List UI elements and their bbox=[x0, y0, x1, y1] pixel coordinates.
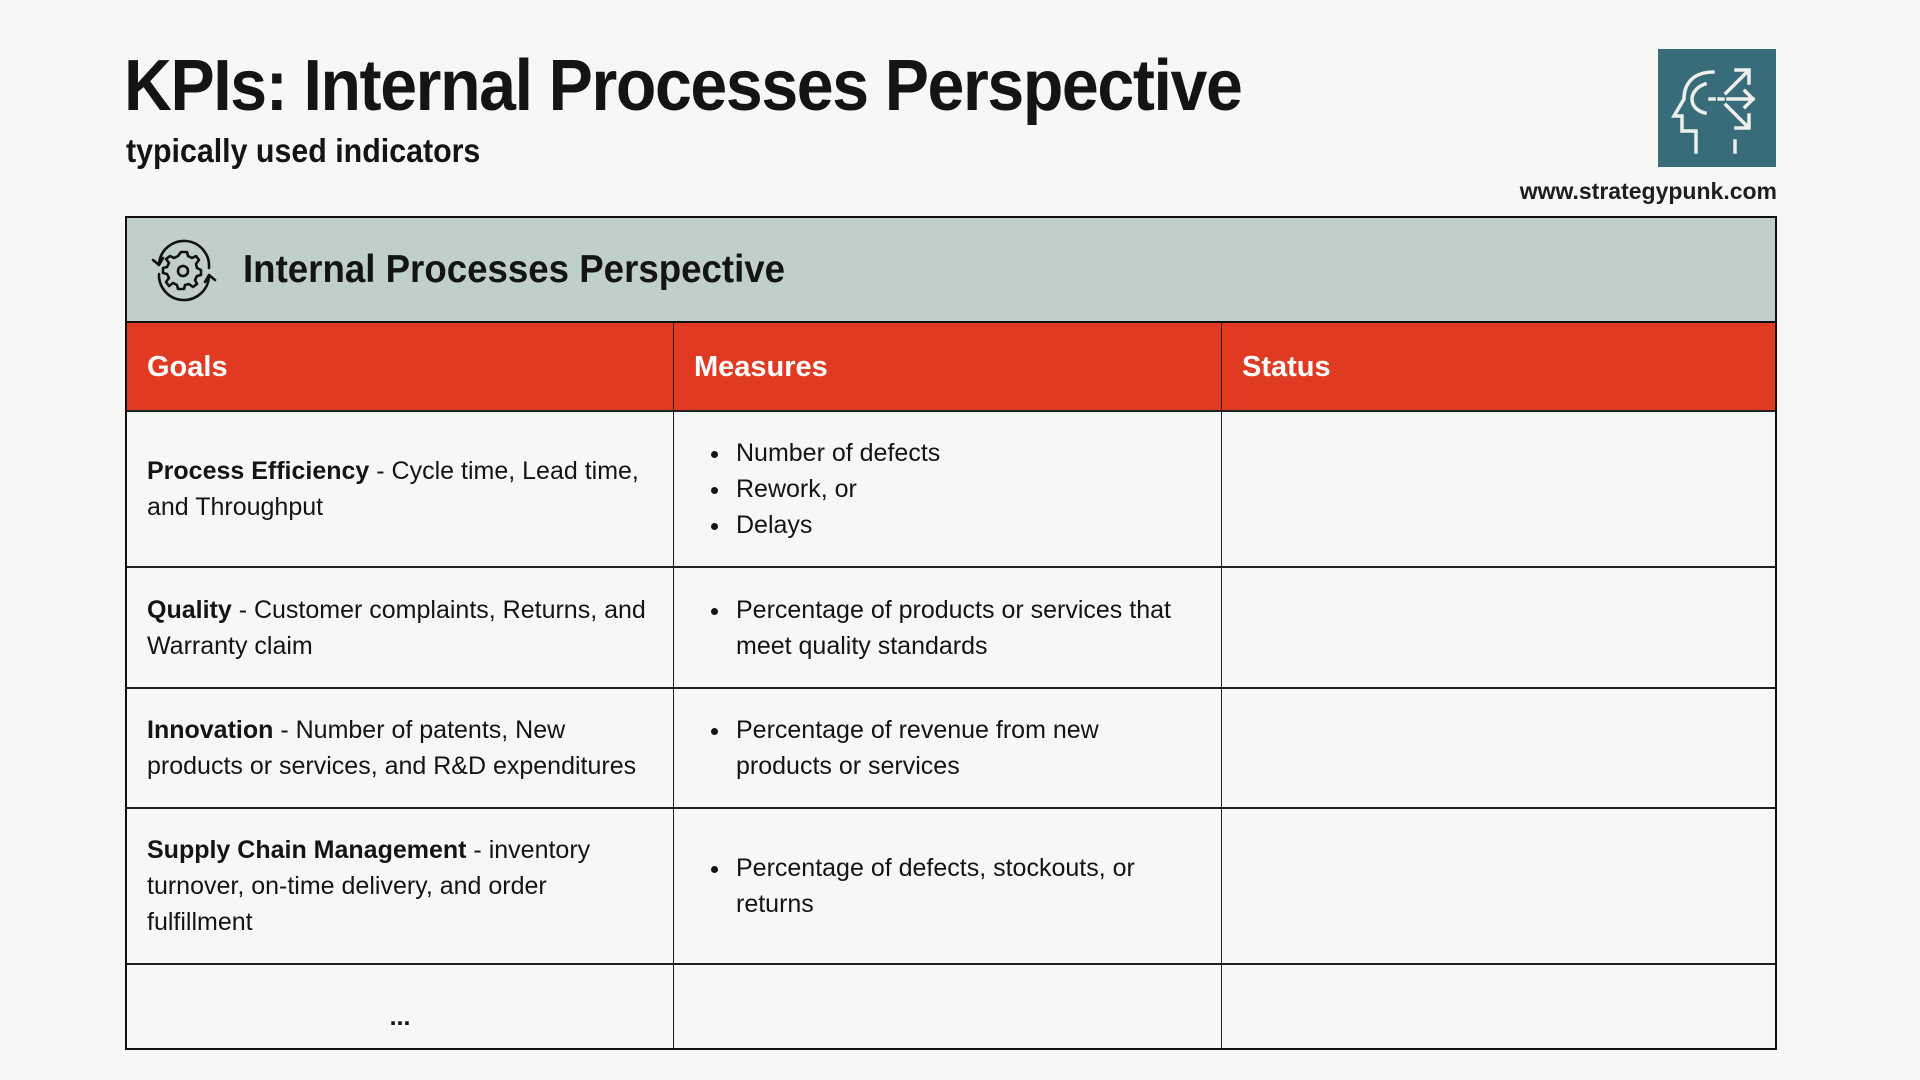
measures-cell: Percentage of defects, stockouts, or ret… bbox=[674, 809, 1222, 963]
measure-item: Percentage of products or services that … bbox=[732, 592, 1201, 664]
goal-title: Quality bbox=[147, 595, 232, 624]
page-title: KPIs: Internal Processes Perspective bbox=[124, 46, 1243, 126]
goal-cell: Quality - Customer complaints, Returns, … bbox=[127, 568, 674, 687]
gear-cycle-icon bbox=[147, 234, 219, 306]
measure-item: Percentage of revenue from new products … bbox=[732, 712, 1201, 784]
goal-title: Process Efficiency bbox=[147, 457, 370, 485]
goal-cell: Supply Chain Management - inventory turn… bbox=[127, 809, 674, 963]
goal-description: - inventory turnover, on-time delivery, … bbox=[147, 836, 591, 936]
goal-description: - Customer complaints, Returns, and Warr… bbox=[147, 595, 646, 660]
measures-cell: Percentage of revenue from new products … bbox=[674, 689, 1222, 807]
measures-cell: Number of defects Rework, or Delays bbox=[674, 412, 1222, 566]
status-cell[interactable] bbox=[1222, 809, 1775, 963]
table-row: ... bbox=[127, 965, 1775, 1048]
table-row: Innovation - Number of patents, New prod… bbox=[127, 689, 1775, 809]
perspective-title: Internal Processes Perspective bbox=[243, 247, 786, 291]
column-header-goals: Goals bbox=[127, 323, 674, 410]
kpi-table: Internal Processes Perspective Goals Mea… bbox=[125, 216, 1777, 1050]
measure-item: Delays bbox=[732, 507, 940, 543]
status-cell[interactable] bbox=[1222, 568, 1775, 687]
status-cell[interactable] bbox=[1222, 689, 1775, 807]
head-with-arrows-icon bbox=[1658, 49, 1776, 167]
measure-item: Rework, or bbox=[732, 471, 940, 507]
page-subtitle: typically used indicators bbox=[126, 132, 481, 169]
measures-cell bbox=[674, 965, 1222, 1048]
column-header-measures: Measures bbox=[674, 323, 1222, 410]
measures-cell: Percentage of products or services that … bbox=[674, 568, 1222, 687]
table-header-row: Goals Measures Status bbox=[127, 323, 1775, 412]
measure-item: Percentage of defects, stockouts, or ret… bbox=[732, 850, 1201, 922]
column-header-status: Status bbox=[1242, 350, 1331, 383]
ellipsis-cell: ... bbox=[127, 965, 674, 1048]
status-cell[interactable] bbox=[1222, 965, 1775, 1048]
goal-title: Supply Chain Management bbox=[147, 836, 467, 864]
website-link[interactable]: www.strategypunk.com bbox=[1519, 178, 1777, 204]
goal-cell: Process Efficiency - Cycle time, Lead ti… bbox=[127, 412, 674, 566]
perspective-band: Internal Processes Perspective bbox=[127, 218, 1775, 323]
table-row: Supply Chain Management - inventory turn… bbox=[127, 809, 1775, 965]
goal-cell: Innovation - Number of patents, New prod… bbox=[127, 689, 674, 807]
table-row: Quality - Customer complaints, Returns, … bbox=[127, 568, 1775, 689]
goal-title: Innovation bbox=[147, 716, 274, 744]
status-cell[interactable] bbox=[1222, 412, 1775, 566]
goal-description: - Number of patents, New products or ser… bbox=[147, 716, 637, 780]
goal-description: - Cycle time, Lead time, and Throughput bbox=[147, 457, 639, 521]
table-row: Process Efficiency - Cycle time, Lead ti… bbox=[127, 412, 1775, 568]
measure-item: Number of defects bbox=[732, 435, 940, 471]
